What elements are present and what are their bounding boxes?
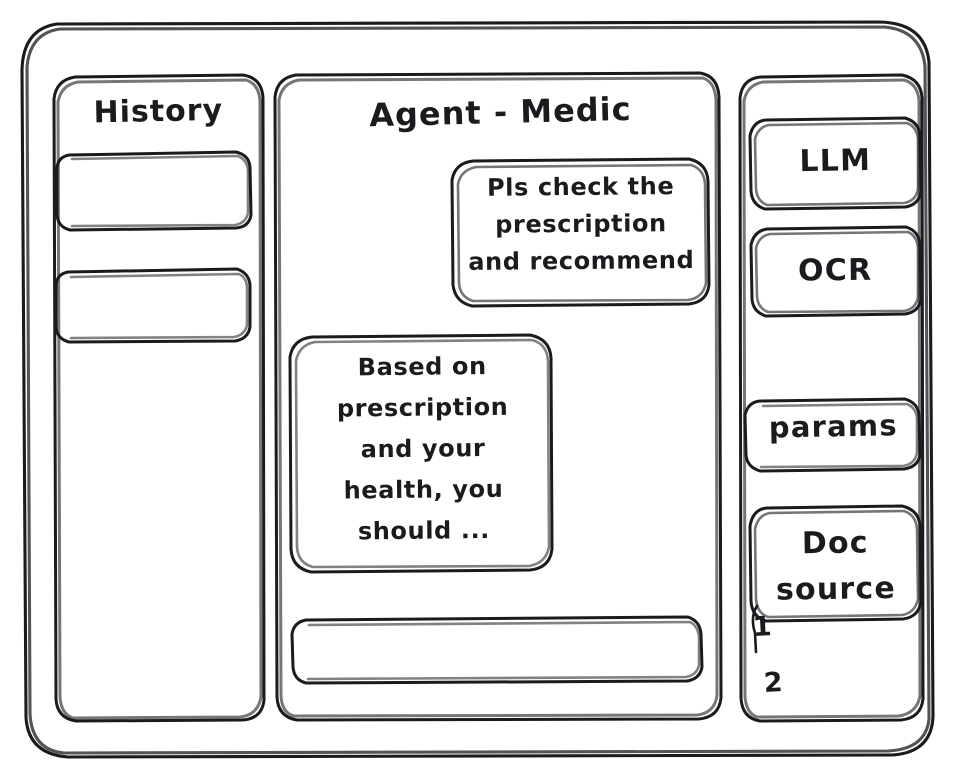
history-item-1[interactable] (56, 152, 251, 230)
history-item-2[interactable] (56, 269, 251, 342)
tool-card-params[interactable] (745, 399, 920, 471)
user-message-bubble (452, 159, 709, 306)
composer-input[interactable] (292, 617, 702, 683)
tool-card-llm[interactable] (750, 118, 921, 209)
tool-card-ocr[interactable] (751, 227, 921, 316)
assistant-message-bubble (290, 335, 552, 572)
tool-card-doc-source[interactable] (750, 506, 921, 621)
